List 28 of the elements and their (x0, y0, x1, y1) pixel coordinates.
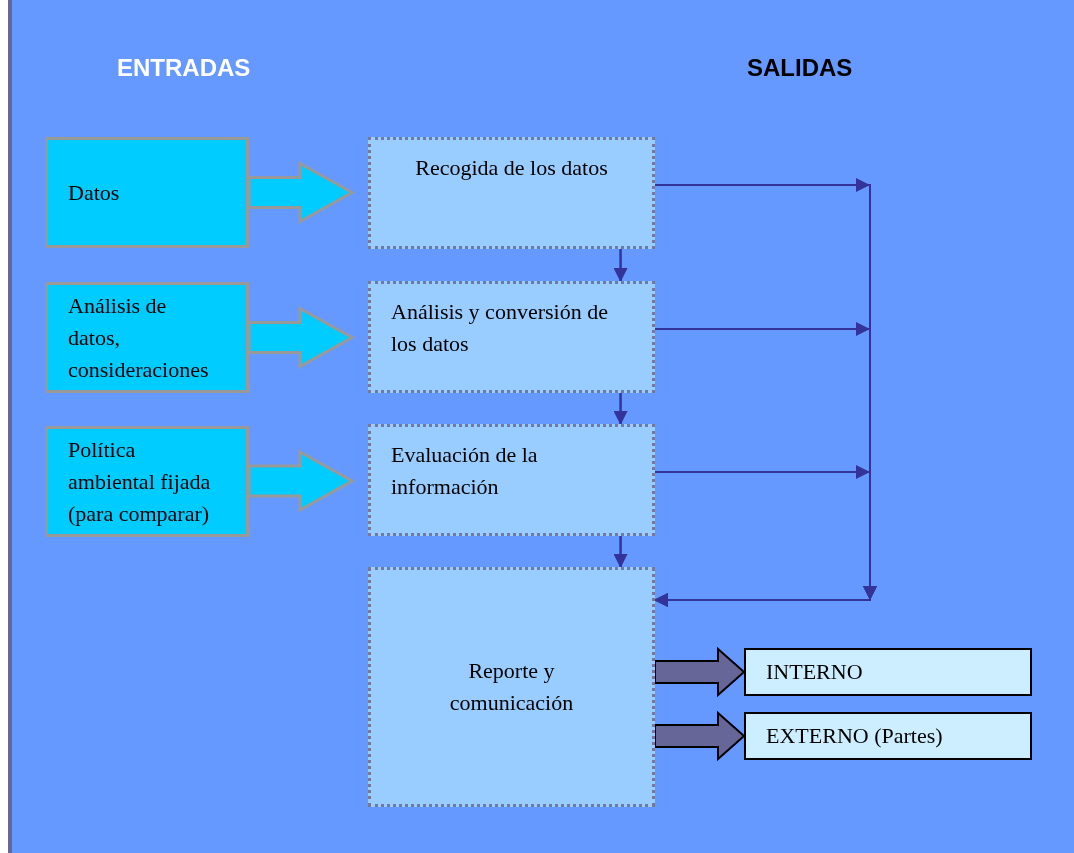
output-box (744, 648, 1032, 696)
block-arrow (654, 646, 746, 698)
block-arrow (247, 449, 356, 513)
node-text: EXTERNO (Partes) (766, 722, 943, 750)
block-arrow (247, 160, 356, 225)
column-heading: SALIDAS (747, 54, 853, 82)
input-box (45, 137, 249, 248)
process-box (368, 424, 655, 536)
arrow (613, 536, 628, 568)
node-text: Política ambiental fijada (para comparar) (68, 435, 212, 528)
block-arrow (654, 710, 746, 762)
node-text: Recogida de los datos (415, 154, 608, 182)
process-box (368, 281, 655, 393)
input-box (45, 282, 249, 393)
node-text: Análisis de datos, consideraciones (68, 291, 210, 384)
node-text: INTERNO (766, 658, 863, 686)
node-text: Datos (68, 178, 120, 207)
process-box (368, 567, 655, 807)
node-text: Reporte y comunicación (448, 657, 575, 717)
column-heading: ENTRADAS (117, 54, 251, 82)
block-arrow (247, 305, 356, 370)
arrow (613, 393, 628, 425)
process-box (368, 137, 655, 249)
node-text: Evaluación de la información (391, 441, 539, 501)
node-text: Análisis y conversión de los datos (391, 298, 609, 358)
input-box (45, 426, 249, 537)
output-box (744, 712, 1032, 760)
arrow (613, 249, 628, 282)
